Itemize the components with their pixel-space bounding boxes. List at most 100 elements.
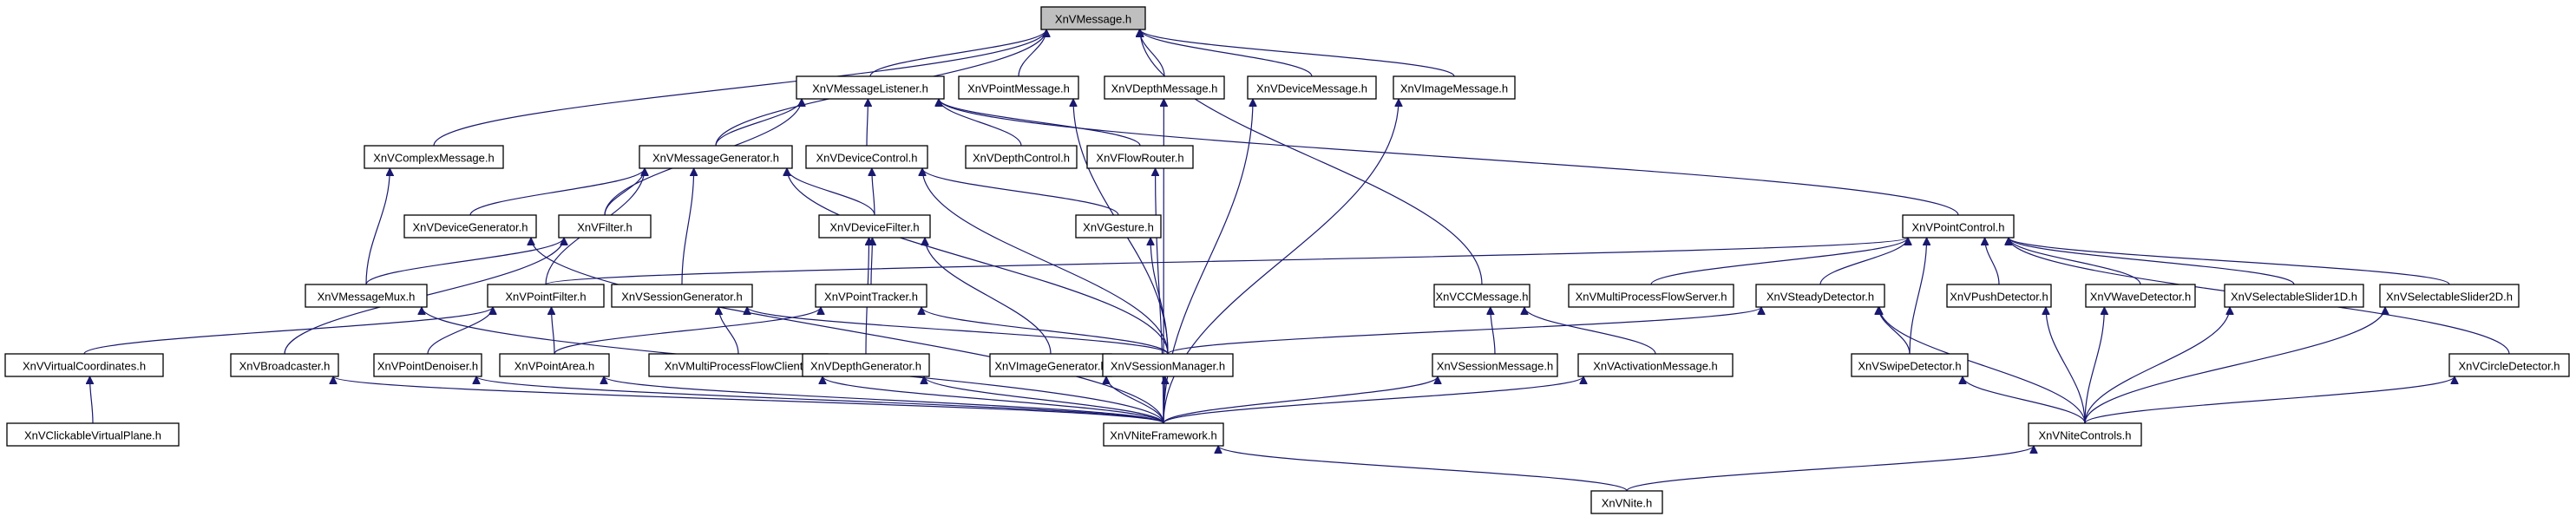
- node-box: [1247, 75, 1377, 100]
- node-depthgen[interactable]: XnVDepthGenerator.h: [802, 353, 930, 377]
- node-pointmsg[interactable]: XnVPointMessage.h: [958, 75, 1079, 100]
- node-pointtracker[interactable]: XnVPointTracker.h: [815, 284, 927, 308]
- edge-slider2d-to-pointctrl: [2009, 237, 2450, 285]
- node-listener[interactable]: XnVMessageListener.h: [796, 75, 945, 100]
- node-label: XnVVirtualCoordinates.h: [23, 360, 146, 373]
- node-box: [648, 353, 829, 377]
- edge-imagegen-to-devfilter: [925, 238, 1052, 355]
- edge-framework-to-depthgen: [924, 376, 1164, 424]
- node-mpflowclient[interactable]: XnVMultiProcessFlowClient.h: [648, 353, 829, 377]
- edge-swipe-to-steady: [1878, 306, 1911, 355]
- node-pointfilter[interactable]: XnVPointFilter.h: [487, 284, 605, 308]
- node-msg[interactable]: XnVMessage.h: [1040, 6, 1146, 30]
- node-devgen[interactable]: XnVDeviceGenerator.h: [403, 214, 537, 239]
- node-slider2d[interactable]: XnVSelectableSlider2D.h: [2379, 284, 2520, 308]
- edge-framework-to-broadcaster: [333, 376, 1164, 424]
- edge-flowrouter-to-listener: [939, 98, 1141, 147]
- node-imagegen[interactable]: XnVImageGenerator.h: [989, 353, 1112, 377]
- node-circle[interactable]: XnVCircleDetector.h: [2448, 353, 2570, 377]
- node-devicemsg[interactable]: XnVDeviceMessage.h: [1247, 75, 1377, 100]
- node-label: XnVDeviceControl.h: [816, 152, 917, 165]
- node-depthmsg[interactable]: XnVDepthMessage.h: [1104, 75, 1225, 100]
- edge-framework-to-mpflowclient: [823, 376, 1164, 424]
- edge-framework-to-flowrouter: [1156, 168, 1164, 424]
- node-box: [2379, 284, 2520, 308]
- edge-framework-to-pointdenoiser: [476, 376, 1164, 424]
- node-box: [1432, 353, 1558, 377]
- node-ccmsg[interactable]: XnVCCMessage.h: [1433, 284, 1531, 308]
- edge-msgmux-to-filter: [365, 237, 564, 285]
- node-label: XnVMessageMux.h: [318, 291, 416, 304]
- node-box: [796, 75, 945, 100]
- node-gesture[interactable]: XnVGesture.h: [1075, 214, 1162, 239]
- node-msgmux[interactable]: XnVMessageMux.h: [305, 284, 428, 308]
- node-box: [487, 284, 605, 308]
- edge-sessmgr-to-sessgen: [747, 306, 1169, 355]
- node-sessmgr[interactable]: XnVSessionManager.h: [1102, 353, 1234, 377]
- node-label: XnVImageMessage.h: [1400, 82, 1508, 95]
- node-label: XnVSessionGenerator.h: [621, 291, 742, 304]
- node-depthctrl[interactable]: XnVDepthControl.h: [965, 145, 1078, 169]
- edge-pointfilter-to-pointctrl: [545, 237, 1908, 285]
- edge-sessmgr-to-pointtracker: [921, 306, 1169, 355]
- node-broadcaster[interactable]: XnVBroadcaster.h: [230, 353, 339, 377]
- node-devctrl[interactable]: XnVDeviceControl.h: [805, 145, 928, 169]
- node-box: [2448, 353, 2570, 377]
- node-steady[interactable]: XnVSteadyDetector.h: [1755, 284, 1885, 308]
- node-label: XnVDepthControl.h: [973, 152, 1070, 165]
- node-box: [1086, 145, 1194, 169]
- edge-wave-to-pointctrl: [2009, 237, 2141, 285]
- edge-filter-to-msggen: [604, 167, 645, 216]
- edge-swipe-to-pointctrl: [1909, 238, 1927, 355]
- node-pointdenoiser[interactable]: XnVPointDenoiser.h: [373, 353, 482, 377]
- edge-pointdenoiser-to-pointfilter: [427, 306, 493, 355]
- node-msggen[interactable]: XnVMessageGenerator.h: [639, 145, 793, 169]
- node-pointarea[interactable]: XnVPointArea.h: [499, 353, 610, 377]
- node-box: [6, 422, 180, 447]
- edge-sessmgr-to-steady: [1167, 306, 1761, 355]
- edge-depthctrl-to-listener: [939, 98, 1022, 147]
- node-label: XnVSessionMessage.h: [1437, 360, 1553, 373]
- node-box: [1393, 75, 1516, 100]
- node-box: [965, 145, 1078, 169]
- edge-msggen-to-listener: [715, 98, 802, 147]
- edge-steady-to-pointctrl: [1819, 237, 1908, 285]
- node-devfilter[interactable]: XnVDeviceFilter.h: [818, 214, 931, 239]
- node-label: XnVSwipeDetector.h: [1858, 360, 1961, 373]
- node-sessgen[interactable]: XnVSessionGenerator.h: [611, 284, 753, 308]
- node-sessmsg[interactable]: XnVSessionMessage.h: [1432, 353, 1558, 377]
- node-wave[interactable]: XnVWaveDetector.h: [2085, 284, 2196, 308]
- node-swipe[interactable]: XnVSwipeDetector.h: [1851, 353, 1969, 377]
- node-box: [1577, 353, 1734, 377]
- node-box: [1590, 490, 1663, 514]
- edge-sessmsg-to-ccmsg: [1491, 307, 1496, 355]
- node-virtcoords[interactable]: XnVVirtualCoordinates.h: [4, 353, 164, 377]
- node-mpflowserver[interactable]: XnVMultiProcessFlowServer.h: [1568, 284, 1734, 308]
- node-box: [1104, 75, 1225, 100]
- node-flowrouter[interactable]: XnVFlowRouter.h: [1086, 145, 1194, 169]
- node-imagemsg[interactable]: XnVImageMessage.h: [1393, 75, 1516, 100]
- node-slider1d[interactable]: XnVSelectableSlider1D.h: [2224, 284, 2364, 308]
- node-complexmsg[interactable]: XnVComplexMessage.h: [364, 145, 504, 169]
- node-actmsg[interactable]: XnVActivationMessage.h: [1577, 353, 1734, 377]
- node-controls[interactable]: XnVNiteControls.h: [2028, 422, 2142, 447]
- node-box: [1568, 284, 1734, 308]
- node-push[interactable]: XnVPushDetector.h: [1946, 284, 2052, 308]
- node-filter[interactable]: XnVFilter.h: [558, 214, 652, 239]
- edge-framework-to-pointarea: [604, 376, 1164, 424]
- node-label: XnVNiteControls.h: [2039, 429, 2132, 442]
- node-label: XnVDepthGenerator.h: [810, 360, 921, 373]
- node-clickplane[interactable]: XnVClickableVirtualPlane.h: [6, 422, 180, 447]
- node-nite[interactable]: XnVNite.h: [1590, 490, 1663, 514]
- node-label: XnVNite.h: [1602, 497, 1653, 510]
- node-framework[interactable]: XnVNiteFramework.h: [1103, 422, 1224, 447]
- edge-controls-to-push: [2046, 307, 2086, 424]
- node-box: [1946, 284, 2052, 308]
- node-label: XnVComplexMessage.h: [373, 152, 494, 165]
- node-box: [2085, 284, 2196, 308]
- edge-virtcoords-to-pointfilter: [83, 306, 493, 355]
- node-box: [958, 75, 1079, 100]
- edge-framework-to-imagegen: [1106, 376, 1164, 424]
- node-pointctrl[interactable]: XnVPointControl.h: [1902, 214, 2015, 239]
- node-box: [1103, 422, 1224, 447]
